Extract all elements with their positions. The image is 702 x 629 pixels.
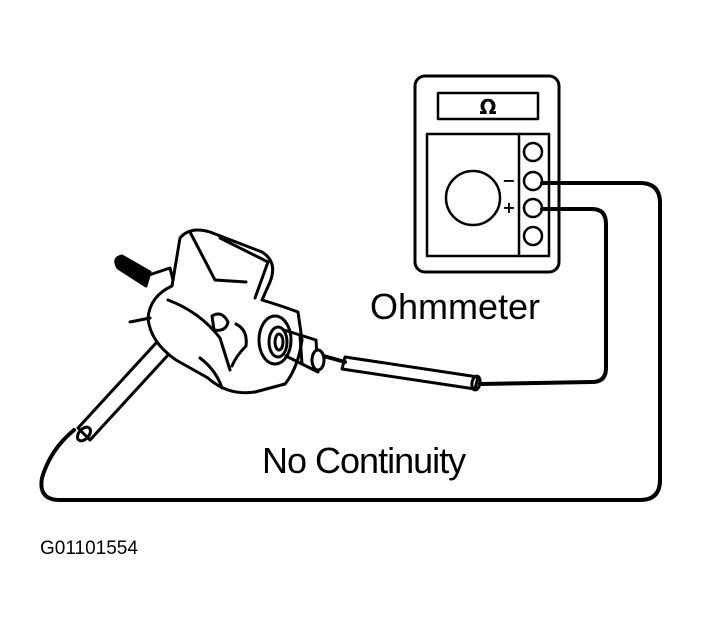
ohmmeter-label: Ohmmeter <box>370 286 541 327</box>
meter-panel <box>425 132 551 258</box>
negative-lead-wire <box>39 181 662 502</box>
meter-display <box>436 91 540 121</box>
alternator-rotor <box>114 228 326 395</box>
no-continuity-label: No Continuity <box>262 440 466 481</box>
jack-negative <box>522 170 544 192</box>
ohmmeter <box>413 74 561 274</box>
jack-4 <box>522 225 544 247</box>
jack-positive <box>522 197 544 219</box>
minus-sign: − <box>502 171 515 190</box>
jack-1 <box>522 141 544 163</box>
probe-right <box>318 353 482 392</box>
meter-dial <box>444 169 502 227</box>
meter-body <box>413 74 561 274</box>
ohm-symbol: Ω <box>479 95 496 119</box>
plus-sign: + <box>502 198 515 217</box>
figure-id: G01101554 <box>40 538 138 559</box>
positive-lead-wire <box>478 207 608 386</box>
